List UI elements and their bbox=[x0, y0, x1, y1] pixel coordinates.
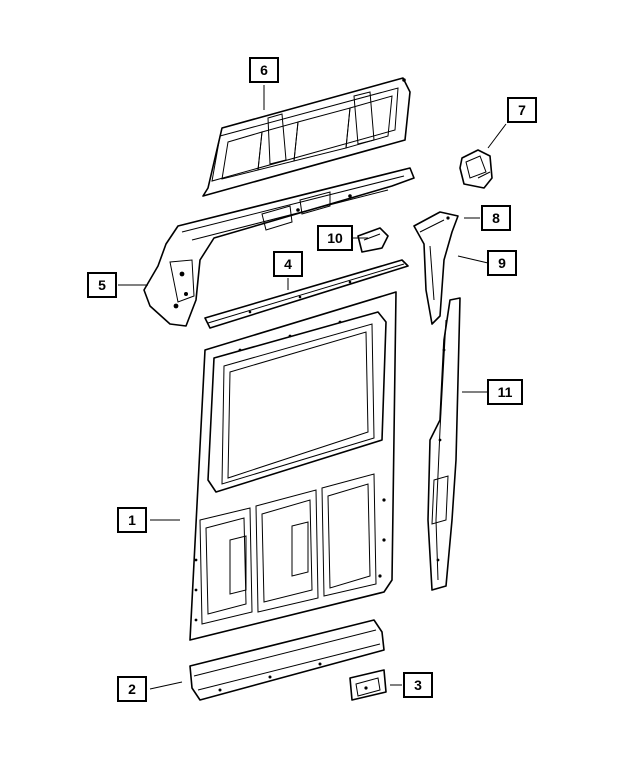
callout-10-label: 10 bbox=[327, 230, 343, 246]
part-small-clip bbox=[357, 227, 389, 253]
callout-2-label: 2 bbox=[128, 681, 136, 697]
callout-1: 1 bbox=[117, 507, 147, 533]
part-roof-rail bbox=[143, 167, 415, 327]
callout-11: 11 bbox=[487, 379, 523, 405]
part-upper-window-panel bbox=[202, 77, 411, 197]
callout-8: 8 bbox=[481, 205, 511, 231]
leader-lines bbox=[118, 85, 507, 690]
callout-4: 4 bbox=[273, 251, 303, 277]
part-side-panel bbox=[189, 291, 397, 641]
callout-3: 3 bbox=[403, 672, 433, 698]
callout-4-label: 4 bbox=[284, 256, 292, 272]
leader-2 bbox=[149, 681, 183, 690]
leader-9 bbox=[457, 255, 489, 264]
callout-5-label: 5 bbox=[98, 277, 106, 293]
callout-6-label: 6 bbox=[260, 62, 268, 78]
callout-8-label: 8 bbox=[492, 210, 500, 226]
callout-3-label: 3 bbox=[414, 677, 422, 693]
part-lower-rocker-rail bbox=[189, 619, 385, 701]
callout-1-label: 1 bbox=[128, 512, 136, 528]
part-upper-rail-strip bbox=[204, 259, 409, 329]
leader-7 bbox=[487, 123, 507, 149]
callout-9-label: 9 bbox=[498, 255, 506, 271]
callout-7-label: 7 bbox=[518, 102, 526, 118]
callout-11-label: 11 bbox=[498, 384, 513, 400]
callout-10: 10 bbox=[317, 225, 353, 251]
callout-6: 6 bbox=[249, 57, 279, 83]
part-upper-pillar-trim bbox=[413, 211, 459, 325]
callout-9: 9 bbox=[487, 250, 517, 276]
callout-7: 7 bbox=[507, 97, 537, 123]
callout-5: 5 bbox=[87, 272, 117, 298]
part-small-bracket bbox=[349, 669, 387, 701]
part-corner-cap bbox=[459, 149, 493, 189]
callout-2: 2 bbox=[117, 676, 147, 702]
part-rear-pillar-trim bbox=[427, 297, 461, 591]
